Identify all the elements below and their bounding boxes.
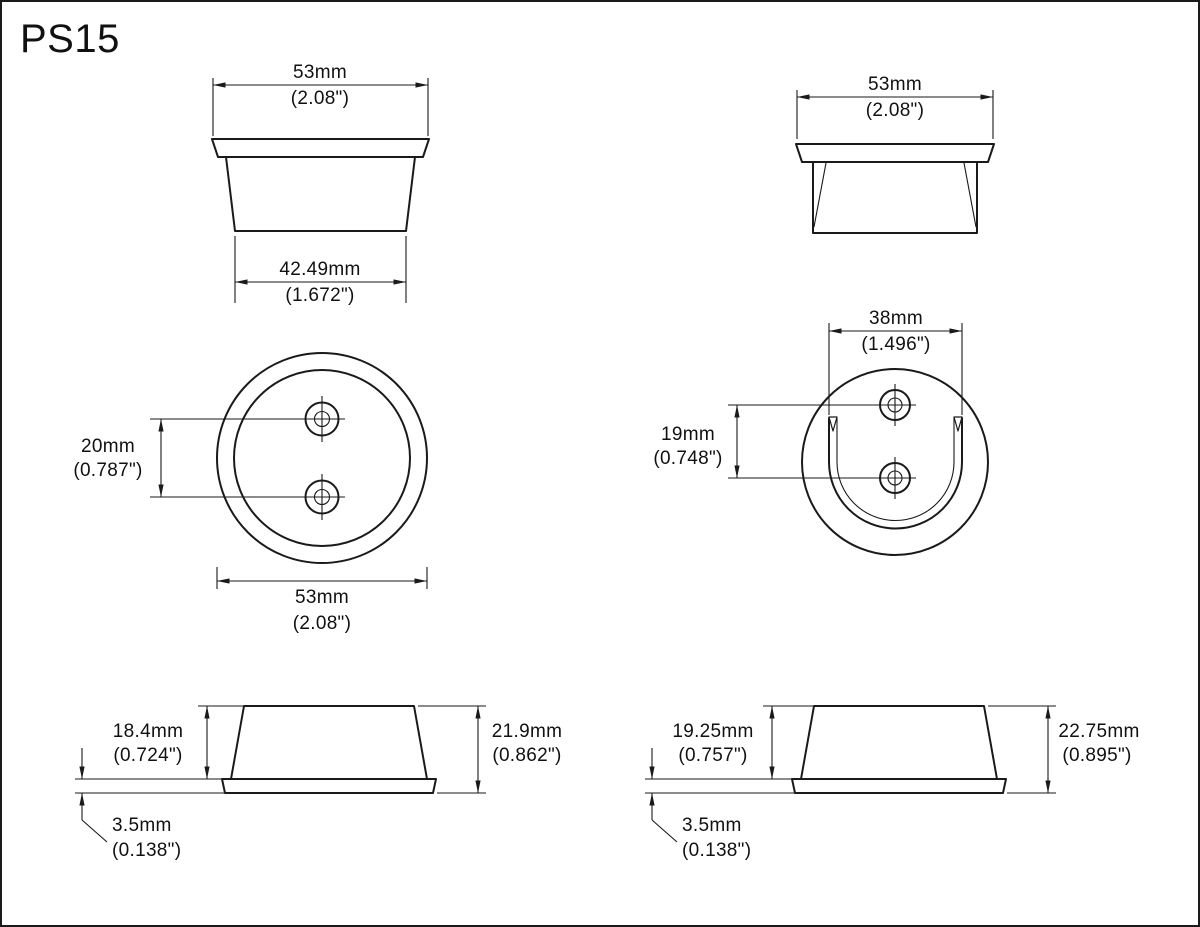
part-flange xyxy=(791,778,1007,794)
dim-label-dia-mm: 53mm xyxy=(295,587,349,608)
mounting-hole-top-inner xyxy=(887,397,903,413)
dim-label-body-mm: 18.4mm xyxy=(113,721,183,742)
dim-label-pitch-in: (0.787") xyxy=(73,460,142,481)
dim-label-pitch-mm: 19mm xyxy=(661,424,715,445)
dim-label-overall-in: (0.895") xyxy=(1062,745,1131,766)
view-side-b: 53mm (2.08") xyxy=(795,74,995,234)
mounting-hole-top xyxy=(879,389,911,421)
mounting-hole-bottom-inner xyxy=(313,488,331,506)
part-body xyxy=(230,705,428,780)
channel-inner xyxy=(836,418,955,521)
part-body xyxy=(812,161,978,234)
view-profile-a: 18.4mm (0.724") 21.9mm (0.862") 3.5mm (0… xyxy=(75,705,562,861)
dim-label-width-mm: 53mm xyxy=(293,62,347,83)
dim-label-base-mm: 42.49mm xyxy=(279,259,360,280)
channel-outer xyxy=(828,417,963,530)
outer-rim-circle xyxy=(801,368,989,556)
dim-label-body-in: (0.724") xyxy=(113,745,182,766)
inner-rim-circle xyxy=(233,369,411,547)
dim-label-base-in: (1.672") xyxy=(285,285,354,306)
part-body xyxy=(225,156,416,232)
part-cap xyxy=(795,143,995,163)
mounting-hole-bottom xyxy=(879,462,911,494)
mounting-hole-top-inner xyxy=(313,410,331,428)
hole-centerlines xyxy=(150,396,345,520)
panel-surface-lines xyxy=(645,778,795,794)
dim-label-body-mm: 19.25mm xyxy=(672,721,753,742)
view-profile-b: 19.25mm (0.757") 22.75mm (0.895") 3.5mm … xyxy=(645,705,1139,861)
view-front-a: 20mm (0.787") 53mm (2.08") xyxy=(73,352,428,634)
dim-label-width-mm: 53mm xyxy=(868,74,922,95)
dim-label-flange-in: (0.138") xyxy=(682,840,751,861)
mounting-hole-bottom-inner xyxy=(887,470,903,486)
dim-label-flange-in: (0.138") xyxy=(112,840,181,861)
dim-label-overall-mm: 22.75mm xyxy=(1058,721,1139,742)
dim-label-slot-in: (1.496") xyxy=(861,334,930,355)
dim-label-flange-mm: 3.5mm xyxy=(112,815,172,836)
dim-label-width-in: (2.08") xyxy=(291,88,349,109)
dim-label-slot-mm: 38mm xyxy=(869,308,923,329)
extension-lines xyxy=(828,323,963,415)
view-front-b: 38mm (1.496") 19mm (0.748") xyxy=(653,308,989,556)
dim-label-pitch-in: (0.748") xyxy=(653,448,722,469)
extension-lines xyxy=(212,78,429,303)
leader-line xyxy=(81,819,108,843)
view-side-a: 53mm (2.08") 42.49mm (1.672") xyxy=(211,62,430,306)
hole-centerlines xyxy=(728,384,916,499)
outer-rim-circle xyxy=(216,352,428,564)
part-cap xyxy=(211,138,430,158)
dim-label-pitch-mm: 20mm xyxy=(81,436,135,457)
mounting-hole-bottom xyxy=(304,479,340,515)
clip-wedges xyxy=(813,162,977,228)
mounting-hole-top xyxy=(304,401,340,437)
dim-label-dia-in: (2.08") xyxy=(293,613,351,634)
part-body xyxy=(800,705,998,780)
part-flange xyxy=(221,778,437,794)
dim-label-overall-in: (0.862") xyxy=(492,745,561,766)
panel-surface-lines xyxy=(75,778,225,794)
extension-lines xyxy=(216,567,428,589)
dim-label-body-in: (0.757") xyxy=(678,745,747,766)
clip-tabs xyxy=(828,416,963,432)
dim-label-width-in: (2.08") xyxy=(866,100,924,121)
dim-label-flange-mm: 3.5mm xyxy=(682,815,742,836)
dim-label-overall-mm: 21.9mm xyxy=(492,721,562,742)
leader-line xyxy=(651,819,678,843)
drawing-title: PS15 xyxy=(20,17,120,61)
